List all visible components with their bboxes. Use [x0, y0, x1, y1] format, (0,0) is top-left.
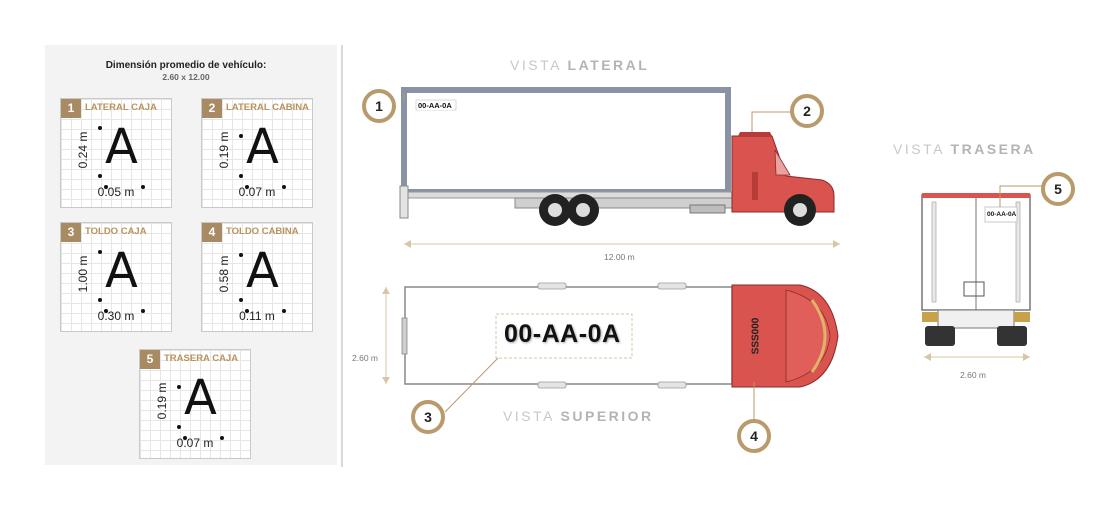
card-letter: A	[246, 119, 279, 175]
truck-top-illustration	[382, 282, 839, 389]
card-width: 0.07 m	[238, 185, 276, 199]
dimension-dot	[141, 309, 145, 313]
card-toldo-cabina: 4 TOLDO CABINA 0.58 m A 0.11 m	[201, 222, 313, 332]
top-plate: 00-AA-0A	[504, 320, 621, 348]
marker-4: 4	[737, 419, 771, 453]
dimension-dot	[239, 134, 243, 138]
dimension-dot	[177, 385, 181, 389]
dimension-dot	[98, 298, 102, 302]
card-label: LATERAL CABINA	[226, 102, 310, 113]
card-number: 5	[140, 350, 160, 369]
card-letter: A	[105, 119, 138, 175]
card-letter: A	[184, 370, 217, 426]
card-letter: A	[105, 243, 138, 299]
dimension-dot	[239, 298, 243, 302]
dimension-dot	[104, 185, 108, 189]
card-toldo-caja: 3 TOLDO CAJA 1.00 m A 0.30 m	[60, 222, 172, 332]
view-title-superior: VISTA SUPERIOR	[503, 408, 654, 424]
marker-2: 2	[790, 94, 824, 128]
card-letter: A	[246, 243, 279, 299]
marker-1: 1	[362, 89, 396, 123]
rear-plate: 00-AA-0A	[987, 211, 1017, 218]
card-width: 0.05 m	[97, 185, 135, 199]
card-label: LATERAL CAJA	[85, 102, 157, 113]
card-number: 3	[61, 223, 81, 242]
dimension-dot	[220, 436, 224, 440]
length-measurement: 12.00 m	[604, 252, 635, 262]
card-width: 0.07 m	[176, 436, 214, 450]
card-width: 0.11 m	[239, 309, 275, 323]
dimension-dot	[239, 253, 243, 257]
card-number: 4	[202, 223, 222, 242]
card-label: TOLDO CAJA	[85, 226, 147, 237]
dimension-dot	[183, 436, 187, 440]
truck-side-illustration	[399, 87, 840, 248]
cab-roof-plate: SSS000	[750, 317, 762, 355]
dimension-dot	[98, 174, 102, 178]
dimension-dot	[141, 185, 145, 189]
card-number: 1	[61, 99, 81, 118]
card-number: 2	[202, 99, 222, 118]
leader-line	[444, 357, 499, 413]
panel-divider	[341, 45, 343, 467]
card-trasera-caja: 5 TRASERA CAJA 0.19 m A 0.07 m	[139, 349, 251, 459]
marker-5: 5	[1041, 172, 1075, 206]
dimension-dot	[245, 185, 249, 189]
view-title-trasera: VISTA TRASERA	[893, 141, 1036, 157]
dimension-dot	[104, 309, 108, 313]
dimension-dot	[282, 185, 286, 189]
card-label: TRASERA CAJA	[164, 353, 239, 364]
dimension-dot	[245, 309, 249, 313]
top-width-measurement: 2.60 m	[352, 353, 378, 363]
rear-width-measurement: 2.60 m	[960, 370, 986, 380]
lateral-plate: 00-AA-0A	[418, 101, 452, 110]
dimension-dot	[98, 250, 102, 254]
marker-3: 3	[411, 400, 445, 434]
dimension-dot	[239, 174, 243, 178]
view-title-lateral: VISTA LATERAL	[510, 57, 650, 73]
dimension-dot	[282, 309, 286, 313]
dimension-value: 2.60 x 12.00	[162, 72, 210, 82]
card-width: 0.30 m	[97, 309, 135, 323]
leader-line	[751, 111, 795, 132]
dimension-dot	[177, 425, 181, 429]
card-lateral-caja: 1 LATERAL CAJA 0.24 m A 0.05 m	[60, 98, 172, 208]
leader-line	[999, 185, 1046, 207]
card-label: TOLDO CABINA	[226, 226, 299, 237]
dimension-title: Dimensión promedio de vehículo:	[105, 60, 267, 71]
dimension-dot	[98, 126, 102, 130]
card-lateral-cabina: 2 LATERAL CABINA 0.19 m A 0.07 m	[201, 98, 313, 208]
